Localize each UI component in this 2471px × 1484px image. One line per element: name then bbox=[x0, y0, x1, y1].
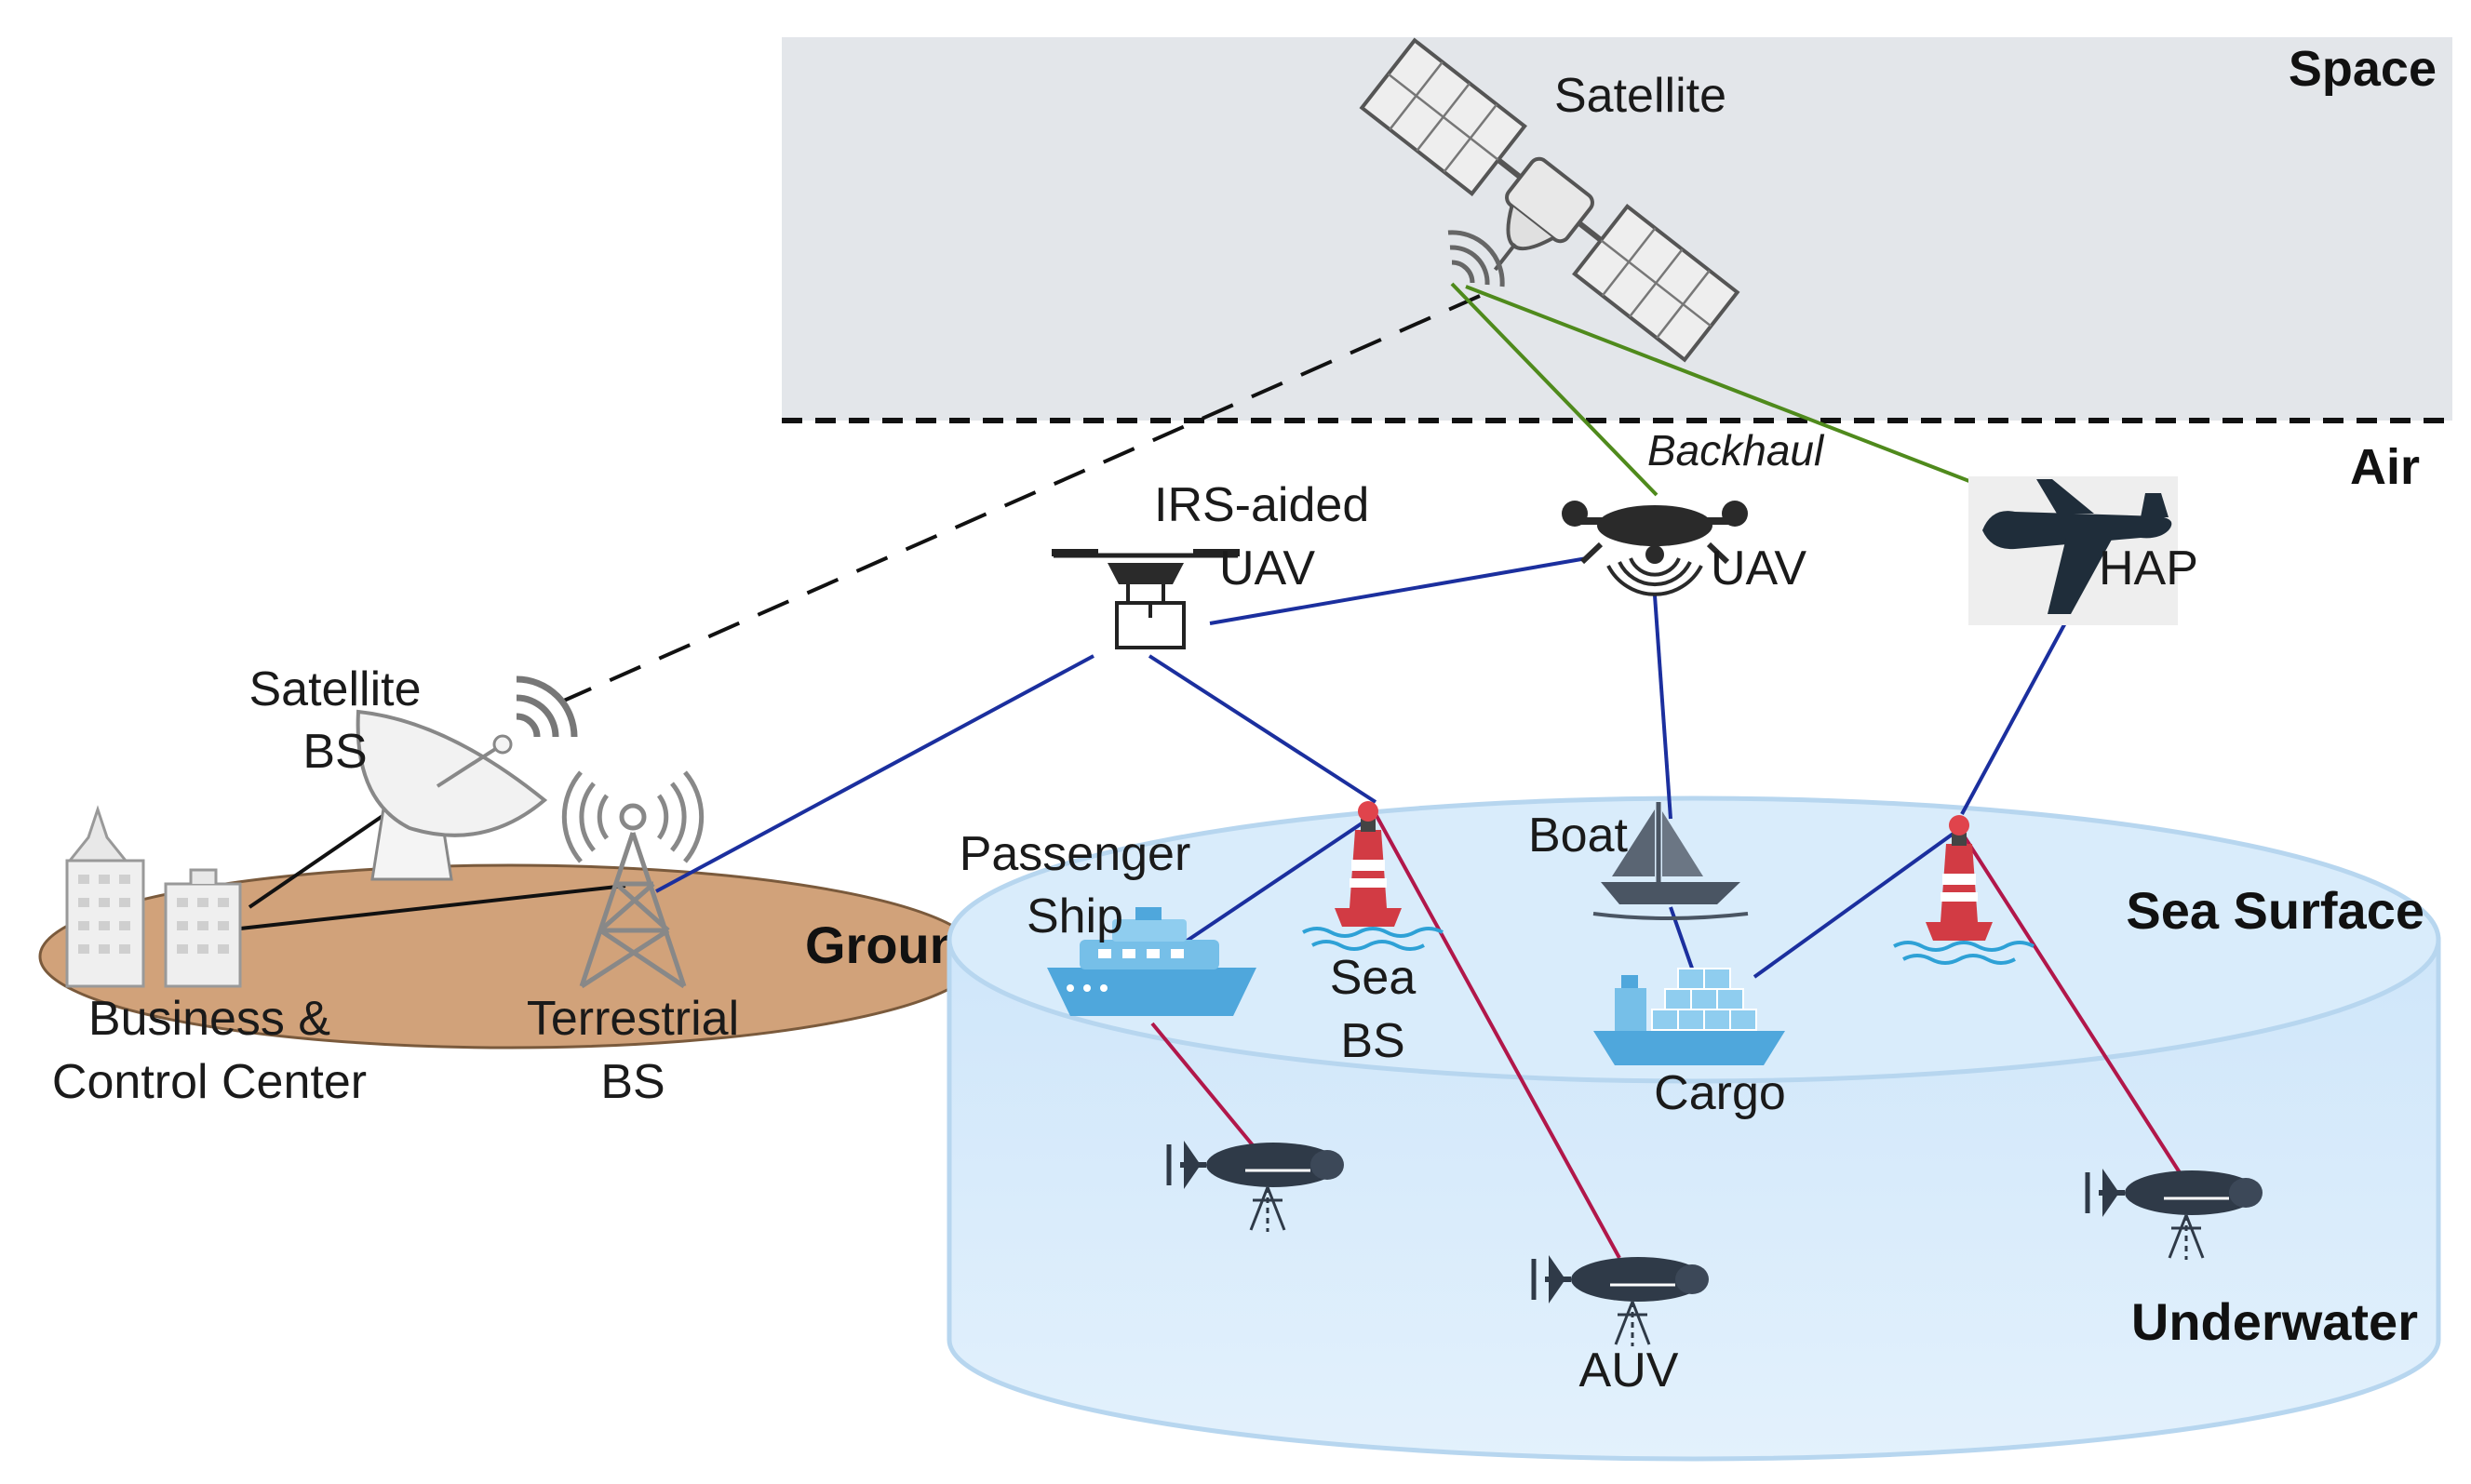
cargo-label: Cargo bbox=[1654, 1066, 1786, 1120]
uav-label: UAV bbox=[1711, 541, 1806, 595]
sea-surface-region-label: Sea Surface bbox=[2126, 881, 2424, 940]
space-region-label: Space bbox=[2289, 41, 2437, 97]
passenger-ship-label-line2: Ship bbox=[1027, 889, 1123, 943]
terrestrial-tower-icon bbox=[561, 770, 705, 989]
hap-airplane-icon bbox=[1982, 479, 2172, 614]
sea-bs-label-line2: BS bbox=[1340, 1014, 1404, 1068]
sea-bs-label-line1: Sea bbox=[1330, 951, 1417, 1005]
link-satellite-uav-backhaul bbox=[1450, 282, 1659, 497]
link-hap-buoy bbox=[1960, 595, 2082, 815]
auv-label: AUV bbox=[1579, 1344, 1679, 1397]
link-center-terrestrial-bs bbox=[239, 884, 626, 930]
link-cargo-buoy bbox=[1753, 831, 1956, 979]
boat-icon bbox=[1592, 802, 1749, 920]
control-center-label-line1: Business & bbox=[88, 992, 330, 1046]
link-uav-boat bbox=[1653, 595, 1672, 820]
link-irs-uav-terrestrial-bs bbox=[655, 654, 1094, 893]
underwater-region-label: Underwater bbox=[2131, 1292, 2418, 1351]
irs-uav-label-line1: IRS-aided bbox=[1154, 478, 1369, 532]
link-irs-uav-sea-bs bbox=[1148, 654, 1377, 804]
satellite-dish-icon bbox=[356, 675, 578, 881]
irs-uav-icon bbox=[1052, 549, 1240, 649]
sea-region bbox=[947, 795, 2441, 1462]
link-buoy-auv bbox=[1960, 831, 2184, 1179]
satellite-bs-label-line1: Satellite bbox=[249, 662, 422, 716]
links bbox=[239, 282, 2184, 1259]
satellite-signal-icon bbox=[1447, 230, 1505, 287]
link-satellite-satellite-bs bbox=[548, 294, 1481, 709]
hap-label: HAP bbox=[2099, 541, 2198, 595]
passenger-ship-icon bbox=[1047, 907, 1256, 1016]
satellite-bs-label-line2: BS bbox=[302, 725, 367, 779]
boat-label: Boat bbox=[1528, 809, 1629, 862]
terrestrial-bs-label-line1: Terrestrial bbox=[527, 992, 739, 1046]
satellite-icon bbox=[1359, 37, 1740, 363]
link-irs-uav-uav bbox=[1209, 556, 1588, 625]
link-sea-bs-passenger-ship bbox=[1173, 812, 1377, 951]
backhaul-label: Backhaul bbox=[1647, 426, 1825, 475]
air-region-label: Air bbox=[2350, 439, 2420, 495]
passenger-ship-label-line1: Passenger bbox=[960, 827, 1191, 881]
building-icon bbox=[65, 805, 242, 988]
link-sea-bs-auv bbox=[1374, 813, 1621, 1259]
satellite-label: Satellite bbox=[1554, 69, 1726, 123]
control-center-label-line2: Control Center bbox=[52, 1055, 367, 1109]
uav-icon bbox=[1562, 501, 1748, 596]
terrestrial-bs-label-line2: BS bbox=[600, 1055, 665, 1109]
cargo-ship-icon bbox=[1593, 968, 1785, 1065]
irs-uav-label-line2: UAV bbox=[1219, 541, 1315, 595]
